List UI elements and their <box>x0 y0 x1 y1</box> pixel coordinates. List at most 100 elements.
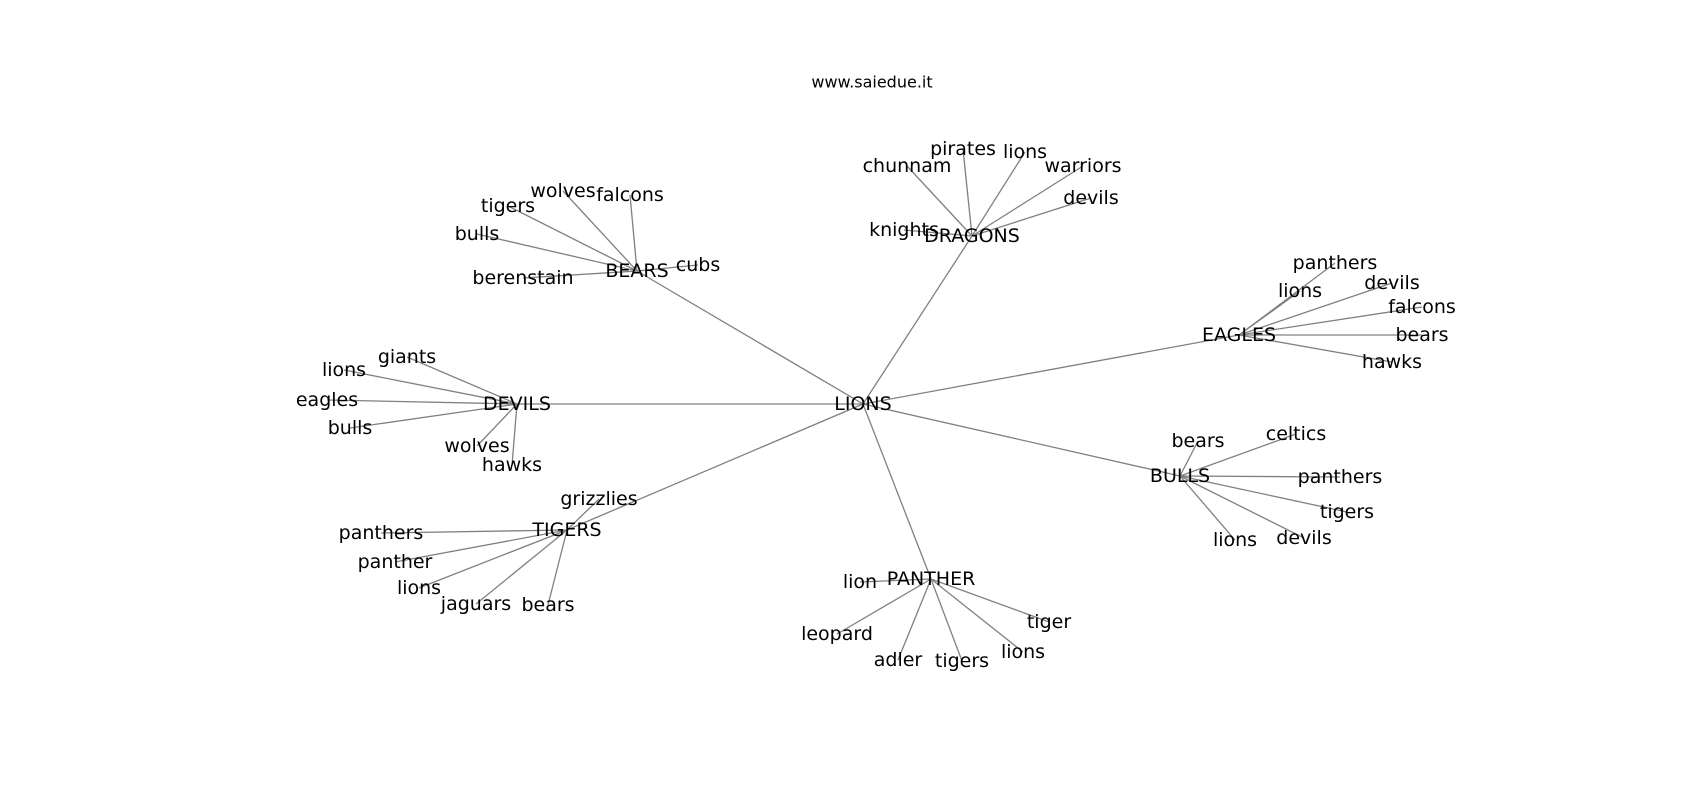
edge-root-eagles <box>862 334 1240 405</box>
edge-tigers-panther <box>394 529 568 563</box>
hub-node-bears: BEARS <box>605 260 668 282</box>
site-title: www.saiedue.it <box>811 73 932 92</box>
hub-node-panther: PANTHER <box>887 568 976 590</box>
edge-root-panther <box>862 403 932 580</box>
edge-dragons-devils <box>971 197 1092 237</box>
edge-devils-wolves <box>476 403 518 447</box>
leaf-node-eagles-falcons: falcons <box>1388 296 1456 318</box>
leaf-node-panther-lions: lions <box>1001 641 1045 663</box>
leaf-node-tigers-jaguars: jaguars <box>440 593 511 615</box>
edge-root-dragons <box>862 235 973 405</box>
leaf-node-bulls-tigers: tigers <box>1320 501 1374 523</box>
leaf-node-devils-bulls: bulls <box>328 417 373 439</box>
edge-dragons-warriors <box>971 165 1084 237</box>
edge-bulls-devils <box>1179 475 1305 539</box>
edge-bears-berenstain <box>522 270 638 279</box>
edge-tigers-bears <box>547 529 568 606</box>
edge-bears-cubs <box>636 264 699 272</box>
edge-bears-tigers <box>507 205 638 272</box>
leaf-node-devils-hawks: hawks <box>482 454 542 476</box>
leaf-node-tigers-panther: panther <box>358 551 433 573</box>
leaf-node-devils-wolves: wolves <box>444 435 509 457</box>
leaf-node-dragons-warriors: warriors <box>1044 155 1121 177</box>
edge-eagles-devils <box>1238 282 1393 336</box>
edge-panther-leopard <box>836 578 932 635</box>
root-node-lions: LIONS <box>834 393 891 415</box>
leaf-node-eagles-lions: lions <box>1278 280 1322 302</box>
edge-tigers-panthers <box>380 529 568 534</box>
leaf-node-bulls-bears: bears <box>1171 430 1224 452</box>
leaf-node-tigers-grizzlies: grizzlies <box>560 488 637 510</box>
edge-eagles-hawks <box>1238 334 1393 363</box>
edge-dragons-chunnam <box>906 165 973 237</box>
leaf-node-bears-tigers: tigers <box>481 195 535 217</box>
leaf-node-panther-leopard: leopard <box>801 623 873 645</box>
leaf-node-bears-berenstain: berenstain <box>472 267 573 289</box>
edge-dragons-pirates <box>962 148 973 237</box>
edge-bulls-bears <box>1179 440 1199 477</box>
leaf-node-devils-lions: lions <box>322 359 366 381</box>
edge-bulls-lions <box>1179 475 1236 541</box>
leaf-node-bulls-celtics: celtics <box>1266 423 1327 445</box>
hub-node-tigers: TIGERS <box>531 519 601 541</box>
edge-devils-hawks <box>511 403 518 466</box>
leaf-node-bears-wolves: wolves <box>530 180 595 202</box>
edge-tigers-lions <box>418 529 568 589</box>
leaf-node-panther-tiger: tiger <box>1027 611 1071 633</box>
hub-node-bulls: BULLS <box>1150 465 1210 487</box>
edge-devils-bulls <box>349 403 518 429</box>
edge-panther-lion <box>859 578 932 583</box>
edge-dragons-knights <box>903 229 973 237</box>
edge-panther-lions <box>930 578 1024 653</box>
hub-node-dragons: DRAGONS <box>924 225 1020 247</box>
edge-devils-eagles <box>326 399 518 405</box>
leaf-node-panther-tigers: tigers <box>935 650 989 672</box>
edge-eagles-lions <box>1238 290 1301 336</box>
leaf-node-eagles-hawks: hawks <box>1362 351 1422 373</box>
leaf-node-tigers-bears: bears <box>521 594 574 616</box>
leaf-node-devils-eagles: eagles <box>296 389 358 411</box>
hub-node-eagles: EAGLES <box>1202 324 1276 346</box>
leaf-node-dragons-devils: devils <box>1063 187 1118 209</box>
leaf-node-dragons-chunnam: chunnam <box>863 155 952 177</box>
edge-root-bears <box>636 270 864 405</box>
leaf-node-dragons-knights: knights <box>869 219 939 241</box>
edge-root-bulls <box>862 403 1181 477</box>
edge-panther-adler <box>897 578 932 661</box>
edge-panther-tigers <box>930 578 963 662</box>
leaf-node-devils-giants: giants <box>378 346 436 368</box>
leaf-node-bears-falcons: falcons <box>596 184 664 206</box>
leaf-node-dragons-lions: lions <box>1003 141 1047 163</box>
leaf-node-dragons-pirates: pirates <box>930 138 996 160</box>
edge-devils-giants <box>406 356 518 405</box>
edge-tigers-jaguars <box>475 529 568 605</box>
leaf-node-bears-bulls: bulls <box>455 223 500 245</box>
edge-bears-wolves <box>562 190 638 272</box>
leaf-node-panther-adler: adler <box>874 649 923 671</box>
edge-bulls-tigers <box>1179 475 1348 513</box>
leaf-node-tigers-lions: lions <box>397 577 441 599</box>
edge-tigers-grizzlies <box>566 498 600 531</box>
leaf-node-bulls-lions: lions <box>1213 529 1257 551</box>
leaf-node-eagles-bears: bears <box>1395 324 1448 346</box>
edge-dragons-lions <box>971 151 1026 237</box>
leaf-node-tigers-panthers: panthers <box>339 522 424 544</box>
edge-devils-lions <box>343 369 518 405</box>
leaf-node-eagles-devils: devils <box>1364 272 1419 294</box>
edges-layer <box>326 148 1423 662</box>
leaf-node-panther-lion: lion <box>843 571 877 593</box>
edge-root-tigers <box>566 403 864 531</box>
leaf-node-bulls-devils: devils <box>1276 527 1331 549</box>
edge-bulls-panthers <box>1179 475 1341 478</box>
edge-bears-falcons <box>629 194 638 272</box>
leaf-node-eagles-panthers: panthers <box>1293 252 1378 274</box>
edge-eagles-falcons <box>1238 306 1423 336</box>
hub-node-devils: DEVILS <box>483 393 551 415</box>
edge-bulls-celtics <box>1179 433 1297 477</box>
edge-panther-tiger <box>930 578 1050 623</box>
leaf-node-bulls-panthers: panthers <box>1298 466 1383 488</box>
leaf-node-bears-cubs: cubs <box>676 254 720 276</box>
edge-bears-bulls <box>476 233 638 272</box>
